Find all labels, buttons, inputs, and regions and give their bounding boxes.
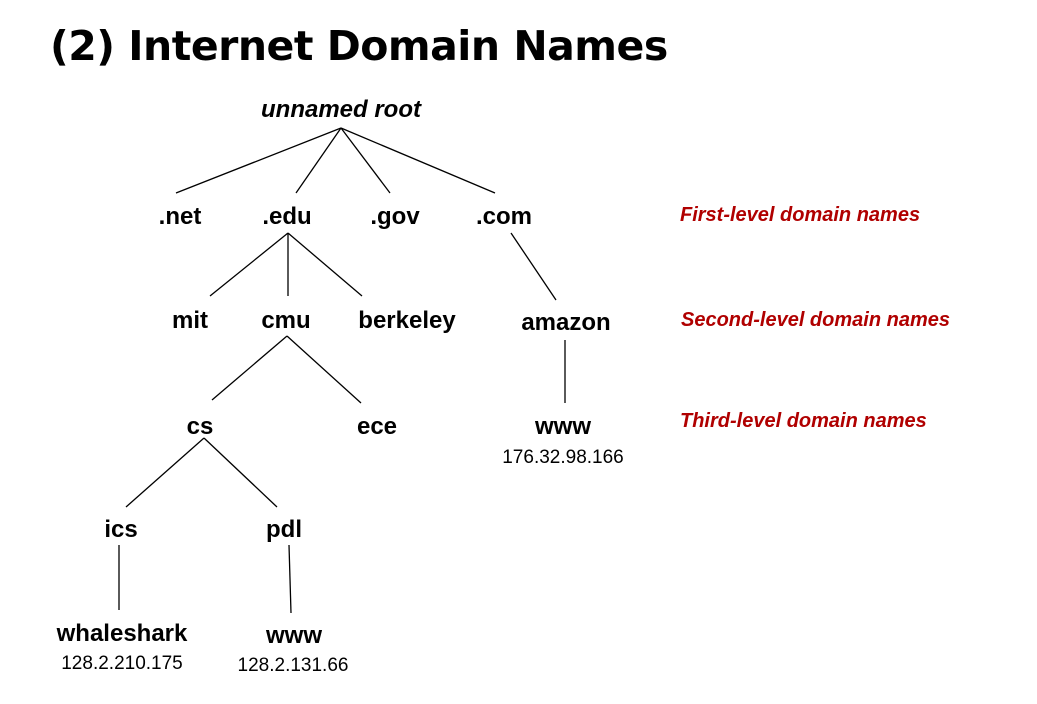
node-ece: ece <box>356 413 398 440</box>
ip-whaleshark: 128.2.210.175 <box>61 653 183 674</box>
label-first-level: First-level domain names <box>680 204 921 226</box>
node-mit: mit <box>172 307 208 334</box>
edge-cs-pdl <box>203 437 278 508</box>
label-second-level: Second-level domain names <box>681 309 950 331</box>
edge-root-edu <box>295 127 342 194</box>
node-pdl: pdl <box>266 516 302 543</box>
node-com: .com <box>475 203 533 230</box>
node-whaleshark: whaleshark <box>56 620 188 647</box>
page-title: (2) Internet Domain Names <box>50 22 668 70</box>
node-gov: .gov <box>370 203 420 230</box>
node-unnamed-root: unnamed root <box>261 96 421 123</box>
node-berkeley: berkeley <box>358 307 456 334</box>
edge-root-com <box>340 127 496 194</box>
node-amazon: amazon <box>521 309 611 336</box>
edge-edu-berkeley <box>287 232 363 297</box>
node-cs: cs <box>186 413 214 440</box>
label-third-level: Third-level domain names <box>680 410 927 432</box>
ip-pdl-www: 128.2.131.66 <box>237 655 349 676</box>
node-amazon-www: www <box>534 413 592 440</box>
node-edu: .edu <box>262 203 312 230</box>
node-net: .net <box>158 203 202 230</box>
edge-pdl-www <box>288 544 292 614</box>
node-ics: ics <box>104 516 138 543</box>
node-pdl-www: www <box>265 622 323 649</box>
edge-edu-mit <box>209 232 289 297</box>
edge-cs-ics <box>125 437 205 508</box>
edge-cmu-ece <box>286 335 362 404</box>
edge-root-gov <box>340 127 391 194</box>
ip-amazon-www: 176.32.98.166 <box>502 447 624 468</box>
edge-root-net <box>175 127 342 194</box>
edge-com-amazon <box>510 232 557 301</box>
node-cmu: cmu <box>261 307 311 334</box>
edge-cmu-cs <box>211 335 288 401</box>
